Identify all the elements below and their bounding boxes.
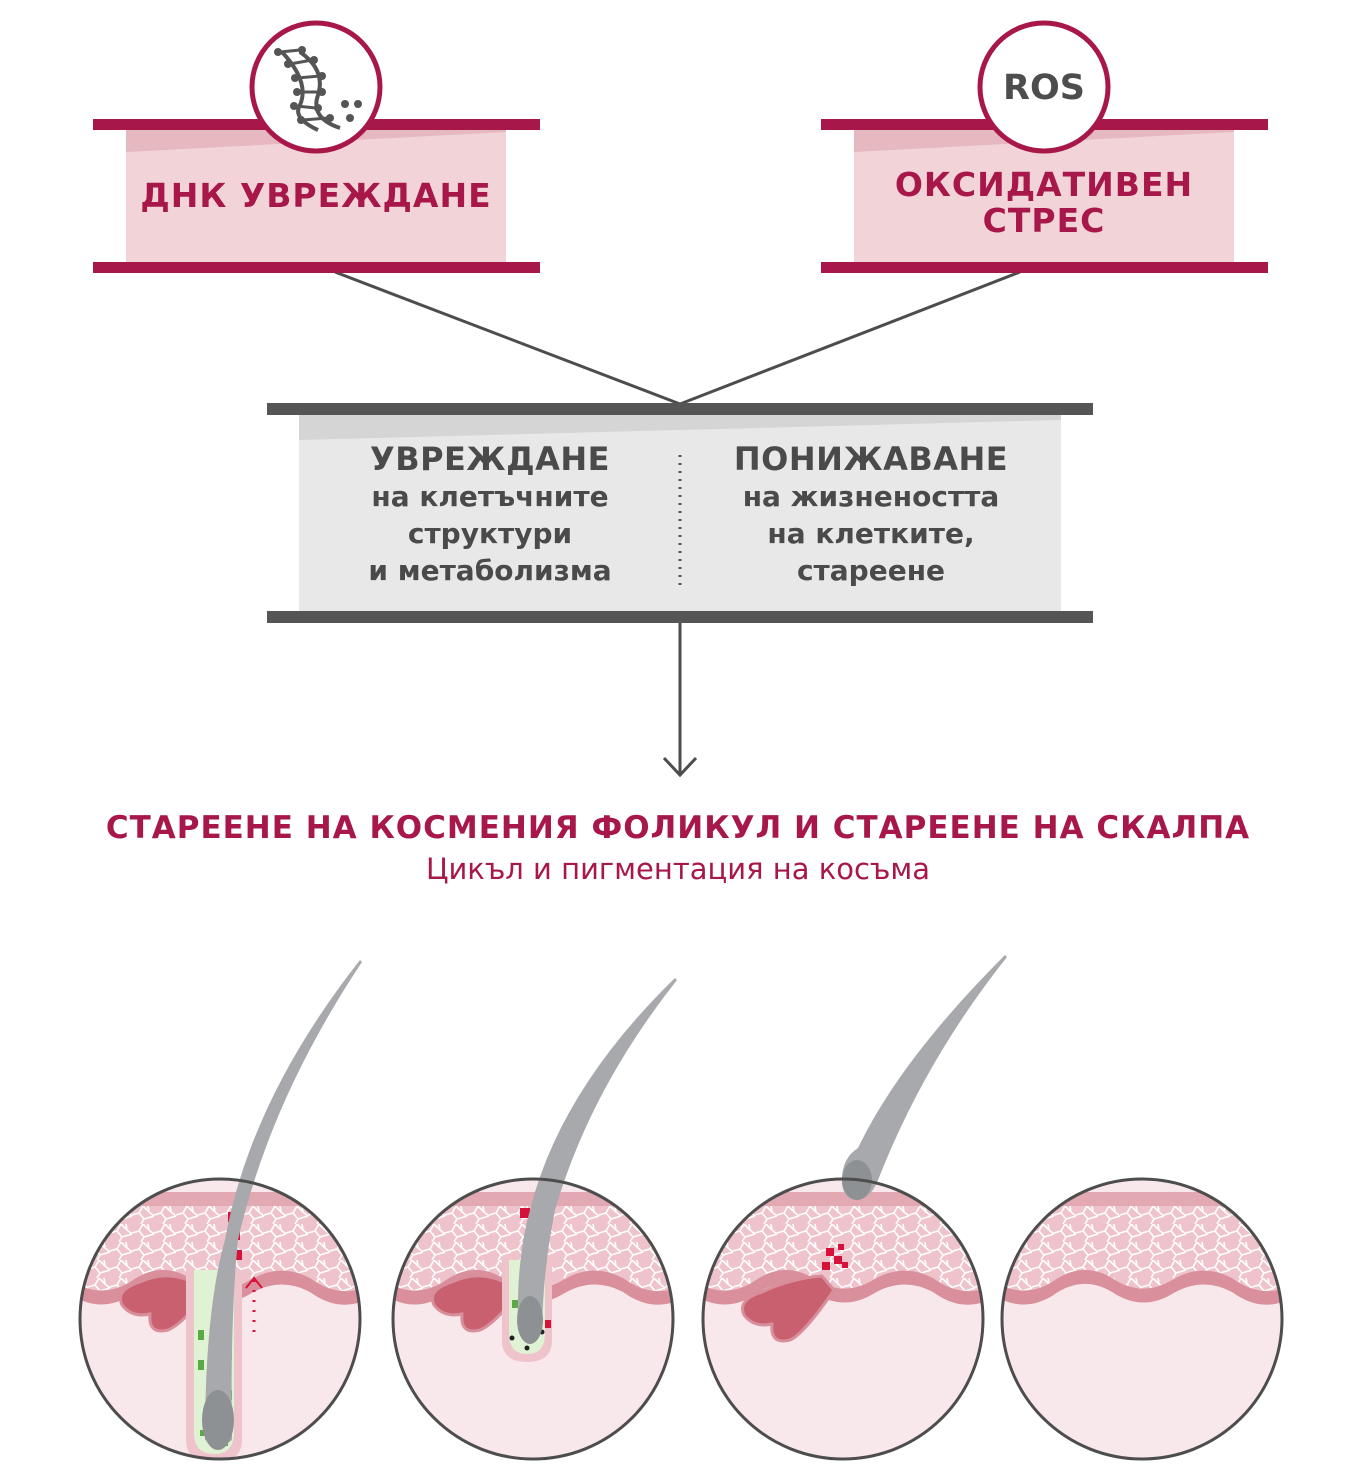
- middle-box: [267, 403, 1093, 623]
- result-title: СТАРЕЕНЕ НА КОСМЕНИЯ ФОЛИКУЛ И СТАРЕЕНЕ …: [105, 810, 1251, 846]
- cell-damage-line2: структури: [407, 517, 573, 550]
- oxidative-stress-label-line1: ОКСИДАТИВЕН: [894, 165, 1194, 204]
- cell-damage-heading: УВРЕЖДАНЕ: [370, 440, 610, 478]
- result-subtitle: Цикъл и пигментация на косъма: [425, 852, 931, 886]
- connector-right: [679, 270, 1021, 406]
- ros-icon-text: ROS: [1003, 68, 1085, 108]
- follicle-stage-3: [703, 1179, 983, 1459]
- dna-icon: [249, 20, 383, 154]
- dna-damage-label: ДНК УВРЕЖДАНЕ: [140, 176, 492, 215]
- down-arrow: [662, 623, 698, 778]
- oxidative-stress-box: [821, 20, 1268, 273]
- ros-icon: [977, 20, 1111, 154]
- cell-damage-line1: на клетъчните: [371, 480, 609, 513]
- vitality-line3: стареене: [796, 554, 946, 587]
- vitality-heading: ПОНИЖАВАНЕ: [733, 440, 1009, 478]
- connector-left: [334, 270, 681, 406]
- cell-damage-line3: и метаболизма: [368, 554, 612, 587]
- oxidative-stress-label-line2: СТРЕС: [982, 201, 1106, 240]
- vitality-line1: на жизнеността: [742, 480, 1000, 513]
- vitality-line2: на клетките,: [767, 517, 975, 550]
